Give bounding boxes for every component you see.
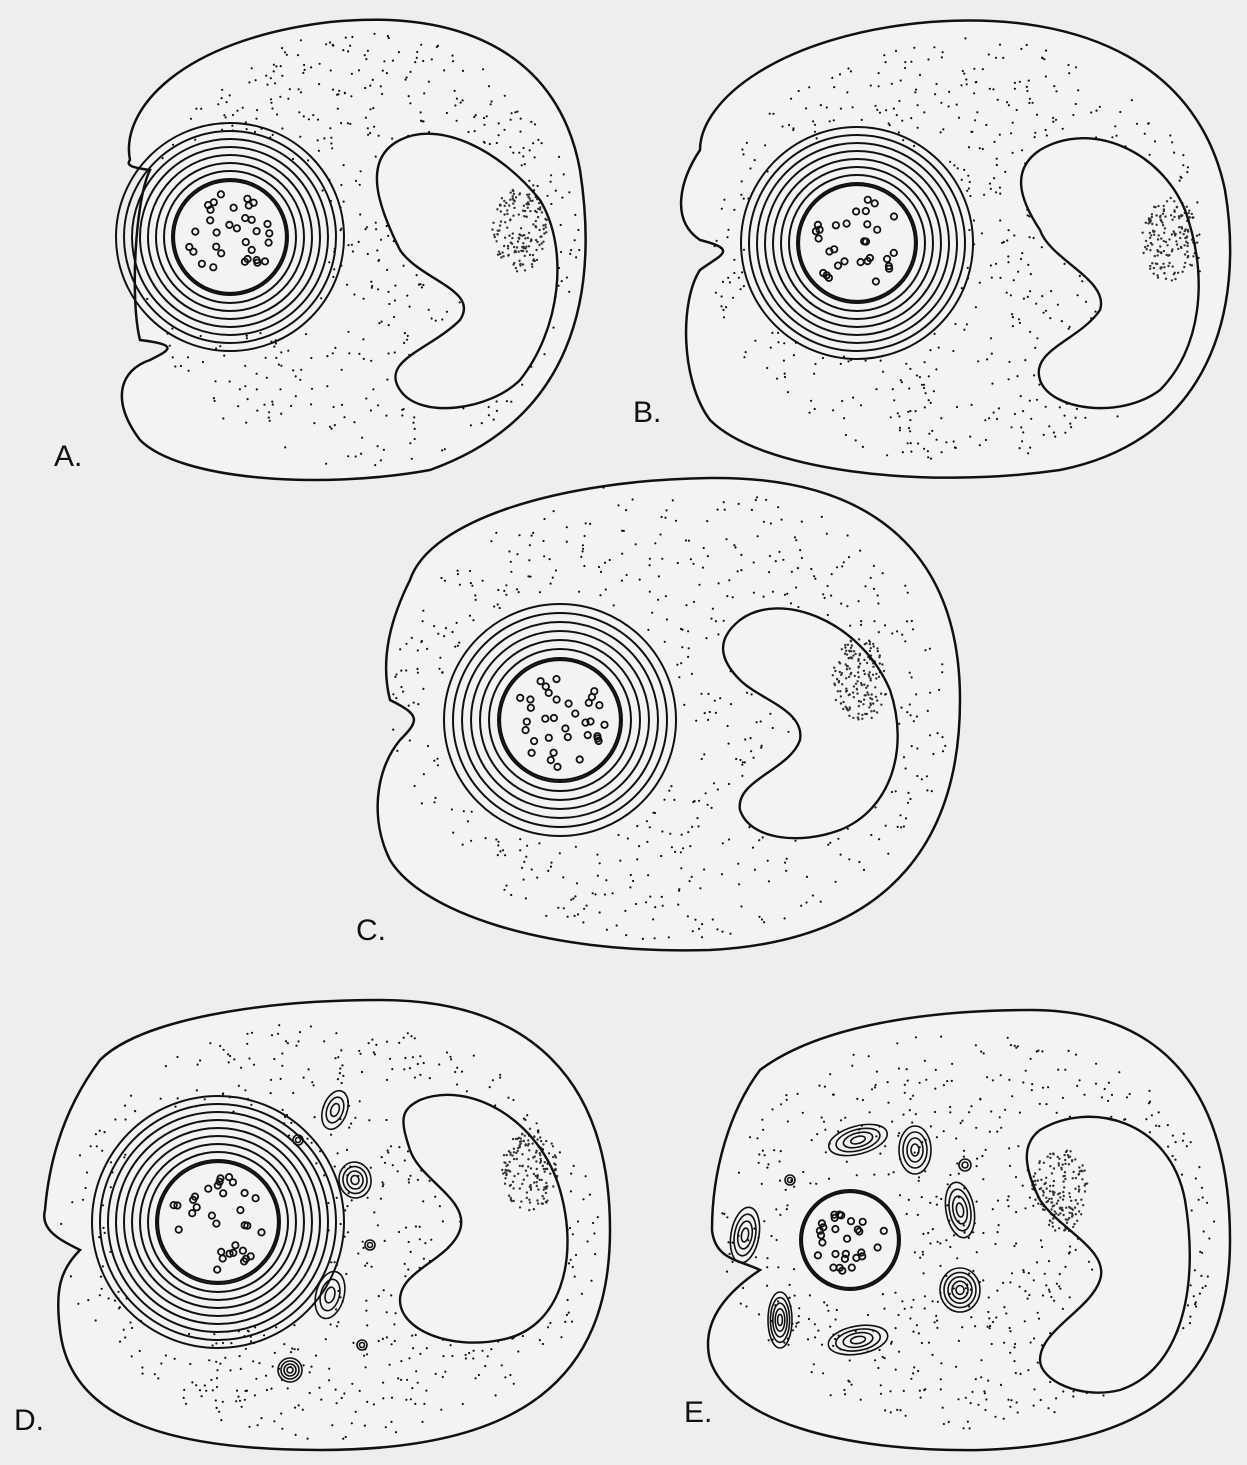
panel-a <box>116 20 586 480</box>
panel-label-c: C. <box>356 916 386 946</box>
panel-e <box>708 1010 1230 1450</box>
panel-label-b: B. <box>633 398 661 428</box>
panel-c <box>378 478 960 950</box>
panel-d <box>44 1000 610 1450</box>
panel-label-a: A. <box>54 442 82 472</box>
myelin-sheath <box>800 1190 900 1290</box>
panel-b <box>681 20 1230 477</box>
panel-label-e: E. <box>684 1398 712 1428</box>
panel-label-d: D. <box>14 1406 44 1436</box>
axon-core <box>799 185 915 301</box>
